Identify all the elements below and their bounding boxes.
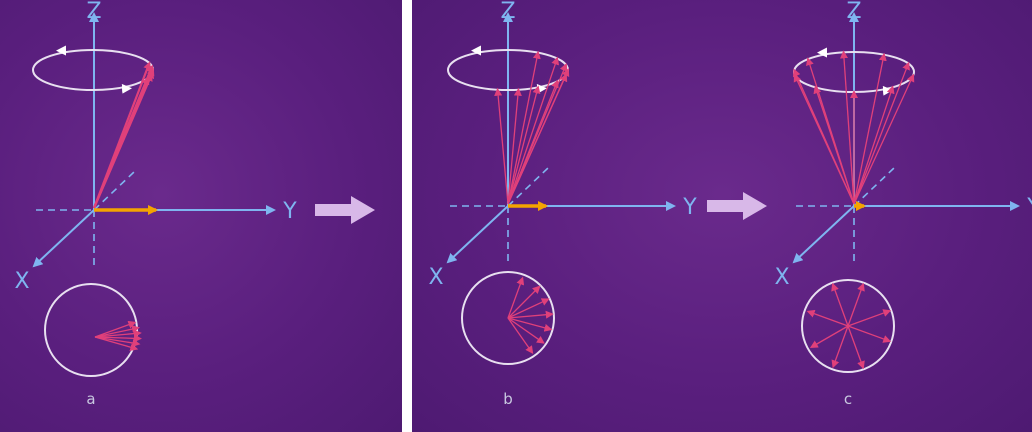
diagram-right: Z Y Xb Z Y Xc [412,0,1032,432]
y-axis-label: Y [682,195,697,220]
inset-spin-vector [812,326,848,347]
transition-arrow-icon [707,192,767,220]
x-axis [448,206,508,262]
panel-caption-c: c [844,390,852,408]
spin-vector [508,81,557,204]
spin-vector [854,75,913,204]
y-axis-label: Y [1026,195,1032,220]
inset-spin-vector [848,326,863,367]
transition-arrow-icon [315,196,375,224]
diagram-left: Z Y Xa [0,0,402,432]
inset-spin-vector [848,285,863,326]
x-axis-label: X [428,265,443,290]
transverse-plane-circle [45,284,137,376]
x-axis-label: X [14,269,29,294]
spin-vector [94,78,148,208]
spin-vector [854,55,884,204]
inset-spin-vector [508,287,539,318]
spin-vector [844,52,854,204]
panel-right-background: Z Y Xb Z Y Xc [412,0,1032,432]
x-axis-label: X [774,265,789,290]
z-axis-label: Z [846,0,861,24]
inset-spin-vector [848,311,889,326]
z-axis-label: Z [500,0,515,24]
spin-vector [498,90,508,204]
spin-vector [508,75,566,204]
spin-vector [854,64,908,204]
inset-spin-vector [508,318,543,343]
inset-spin-vector [833,285,848,326]
x-axis [34,210,94,266]
z-axis-label: Z [86,0,101,24]
inset-spin-vector [848,326,889,341]
spin-vector [795,75,854,204]
x-axis [794,206,854,262]
panel-caption-a: a [86,390,95,408]
inset-spin-vector [809,312,848,326]
panel-caption-b: b [503,390,513,408]
y-axis-label: Y [282,199,297,224]
inset-spin-vector [833,326,848,366]
spin-vector [815,87,854,204]
